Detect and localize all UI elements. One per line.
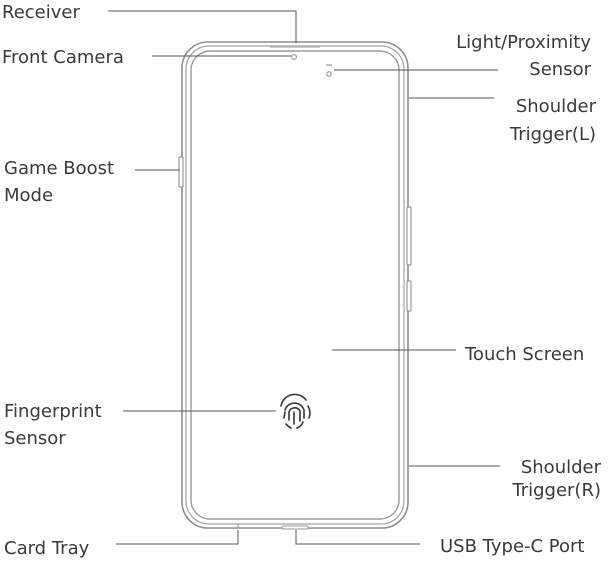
power-button <box>406 280 412 312</box>
labels: Receiver Front Camera Light/Proximity Se… <box>2 2 602 559</box>
label-card-tray: Card Tray <box>4 538 90 559</box>
label-game-boost-line2: Mode <box>4 185 53 206</box>
label-receiver: Receiver <box>2 2 80 23</box>
card-tray-leader <box>116 530 239 545</box>
label-touch-screen: Touch Screen <box>464 344 584 365</box>
leader-lines <box>108 10 500 545</box>
label-fingerprint-line2: Sensor <box>4 428 66 449</box>
label-light-sensor-line1: Light/Proximity <box>456 32 591 53</box>
front-camera-icon <box>291 54 297 60</box>
usb-port-shape <box>281 525 309 530</box>
game-boost-button <box>178 156 184 188</box>
touch-screen-area <box>190 50 400 520</box>
label-fingerprint-line1: Fingerprint <box>4 401 102 422</box>
phone-body <box>181 41 409 529</box>
light-sensor-icon <box>326 64 332 77</box>
label-shoulder-r-line2: Trigger(R) <box>511 480 601 501</box>
label-shoulder-l-line2: Trigger(L) <box>509 124 596 145</box>
usb-port-leader <box>295 530 420 545</box>
label-game-boost-line1: Game Boost <box>4 158 114 179</box>
label-front-camera: Front Camera <box>2 47 124 68</box>
label-light-sensor-line2: Sensor <box>529 59 591 80</box>
volume-button <box>406 206 412 266</box>
label-shoulder-r-line1: Shoulder <box>521 457 602 478</box>
label-usb-port: USB Type-C Port <box>440 536 584 557</box>
label-shoulder-l-line1: Shoulder <box>516 96 597 117</box>
fingerprint-icon <box>280 393 311 429</box>
receiver-leader <box>108 10 297 43</box>
